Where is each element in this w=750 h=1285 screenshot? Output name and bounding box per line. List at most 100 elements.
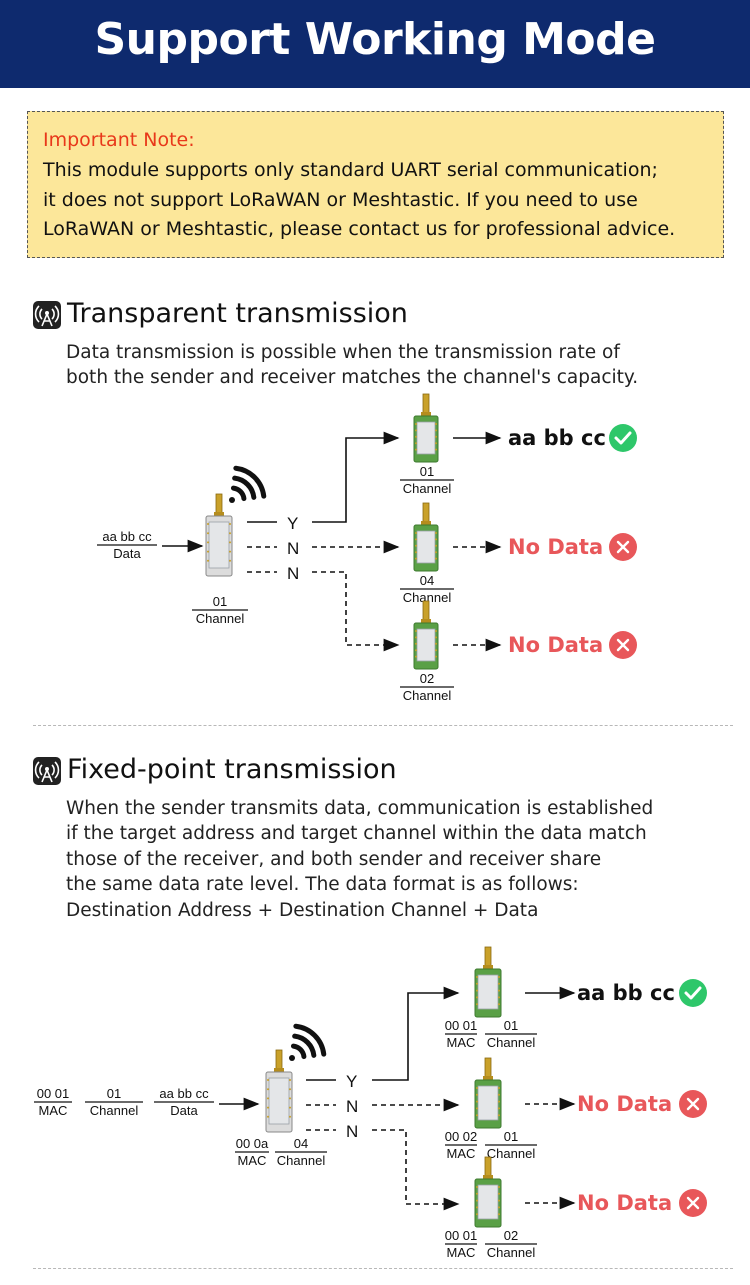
receiver-channel-value: 02	[420, 671, 434, 686]
section-description: if the target address and target channel…	[66, 823, 647, 844]
receiver-module-pin	[498, 989, 500, 992]
receiver-channel-label: Channel	[487, 1146, 536, 1161]
receiver-module-pin	[476, 1192, 478, 1195]
receiver-module-pin	[415, 442, 417, 445]
receiver-module-pin	[498, 1192, 500, 1195]
sender-module-pin	[267, 1088, 269, 1091]
cross-mark	[616, 540, 630, 554]
receiver-module-pin	[415, 630, 417, 632]
check-mark	[684, 986, 702, 1000]
receiver-module-pin	[435, 557, 437, 560]
note-line: This module supports only standard UART …	[43, 159, 658, 181]
path-yes	[372, 986, 460, 1081]
receiver-channel-label: Channel	[403, 688, 452, 703]
result-no-data: No Data	[577, 1191, 672, 1215]
sender-module-pin	[289, 1097, 291, 1100]
receiver-module-pin	[498, 1186, 500, 1188]
receiver-module-pin	[435, 435, 437, 438]
sender-module-pin	[229, 559, 231, 562]
receiver-module-pin	[476, 1186, 478, 1188]
receiver-module-pin	[435, 636, 437, 639]
receiver-module-pin	[415, 557, 417, 560]
success-check-icon	[609, 424, 637, 452]
sender-channel-label: Channel	[196, 611, 245, 626]
receiver-module-pin	[476, 976, 478, 978]
receiver-module-pin	[415, 655, 417, 658]
sender-module-pin	[229, 550, 231, 553]
receiver-module-pin	[498, 1213, 500, 1216]
sender-module-pin	[207, 523, 209, 525]
sender-module-shield	[268, 1077, 290, 1125]
receiver-module-shield	[477, 1184, 499, 1220]
receiver-module-pin	[415, 423, 417, 425]
sender-module-pin	[289, 1106, 291, 1109]
cross-mark	[686, 1097, 700, 1111]
receiver-module-pin	[476, 1206, 478, 1209]
receiver-module-pin	[498, 1093, 500, 1096]
section-title-fixed-point: Fixed-point transmission	[67, 754, 397, 785]
receiver-module-pin	[498, 996, 500, 999]
receiver-module-pin	[415, 642, 417, 645]
input-data-value: aa bb cc	[159, 1086, 209, 1101]
header-banner: Support Working Mode	[0, 0, 750, 88]
input-data-value: aa bb cc	[102, 529, 152, 544]
check-mark	[614, 431, 632, 445]
receiver-module-pin	[415, 429, 417, 432]
path-yes	[312, 431, 400, 523]
sender-channel-value: 01	[213, 594, 227, 609]
result-data: aa bb cc	[508, 426, 606, 450]
sender-module-pin	[207, 550, 209, 553]
input-data-label: Data	[113, 546, 141, 561]
sender-module-pin	[229, 532, 231, 535]
note-heading: Important Note:	[43, 129, 195, 151]
sender-channel-value: 04	[294, 1136, 308, 1151]
receiver-channel-value: 01	[504, 1018, 518, 1033]
sender-module-pin	[267, 1097, 269, 1100]
sender-mac-value: 00 0a	[236, 1136, 269, 1151]
section-description: Data transmission is possible when the t…	[66, 342, 620, 363]
sender-channel-label: Channel	[277, 1153, 326, 1168]
sender-mac-label: MAC	[238, 1153, 267, 1168]
antenna-icon	[33, 301, 61, 329]
signal-wave	[233, 465, 267, 499]
receiver-mac-label: MAC	[447, 1146, 476, 1161]
receiver-module-shield	[416, 530, 436, 564]
signal-wave	[232, 475, 257, 500]
cross-mark	[686, 1196, 700, 1210]
result-no-data: No Data	[508, 535, 603, 559]
section-description: both the sender and receiver matches the…	[66, 367, 639, 388]
receiver-module-pin	[415, 532, 417, 534]
sender-module-shield	[208, 521, 230, 569]
receiver-module-pin	[476, 996, 478, 999]
receiver-module-pin	[435, 442, 437, 445]
receiver-module-pin	[476, 1087, 478, 1089]
receiver-module-pin	[476, 1003, 478, 1006]
receiver-module-pin	[415, 551, 417, 554]
receiver-module-pin	[498, 1199, 500, 1202]
receiver-module-pin	[476, 982, 478, 985]
receiver-mac-value: 00 02	[445, 1129, 478, 1144]
receiver-module-pin	[498, 1087, 500, 1089]
receiver-module-pin	[435, 649, 437, 652]
section-description: Destination Address + Destination Channe…	[66, 900, 539, 921]
page-title: Support Working Mode	[94, 14, 656, 65]
receiver-module-pin	[435, 448, 437, 451]
sender-module-pin	[289, 1115, 291, 1118]
section-description: the same data rate level. The data forma…	[66, 874, 579, 895]
receiver-module-pin	[476, 1199, 478, 1202]
receiver-module-pin	[476, 1093, 478, 1096]
receiver-module-pin	[476, 1107, 478, 1110]
sender-module-pin	[267, 1106, 269, 1109]
receiver-module-pin	[435, 551, 437, 554]
signal-dot	[229, 497, 235, 503]
branch-no: N	[287, 539, 299, 558]
branch-yes: Y	[346, 1072, 357, 1091]
signal-wave	[230, 485, 247, 502]
sender-module-pin	[267, 1079, 269, 1081]
cross-mark	[616, 638, 630, 652]
receiver-module-shield	[416, 628, 436, 662]
important-note: Important Note: This module supports onl…	[27, 111, 724, 258]
sender-module-pin	[207, 532, 209, 535]
receiver-module-pin	[415, 448, 417, 451]
receiver-module-pin	[476, 1100, 478, 1103]
